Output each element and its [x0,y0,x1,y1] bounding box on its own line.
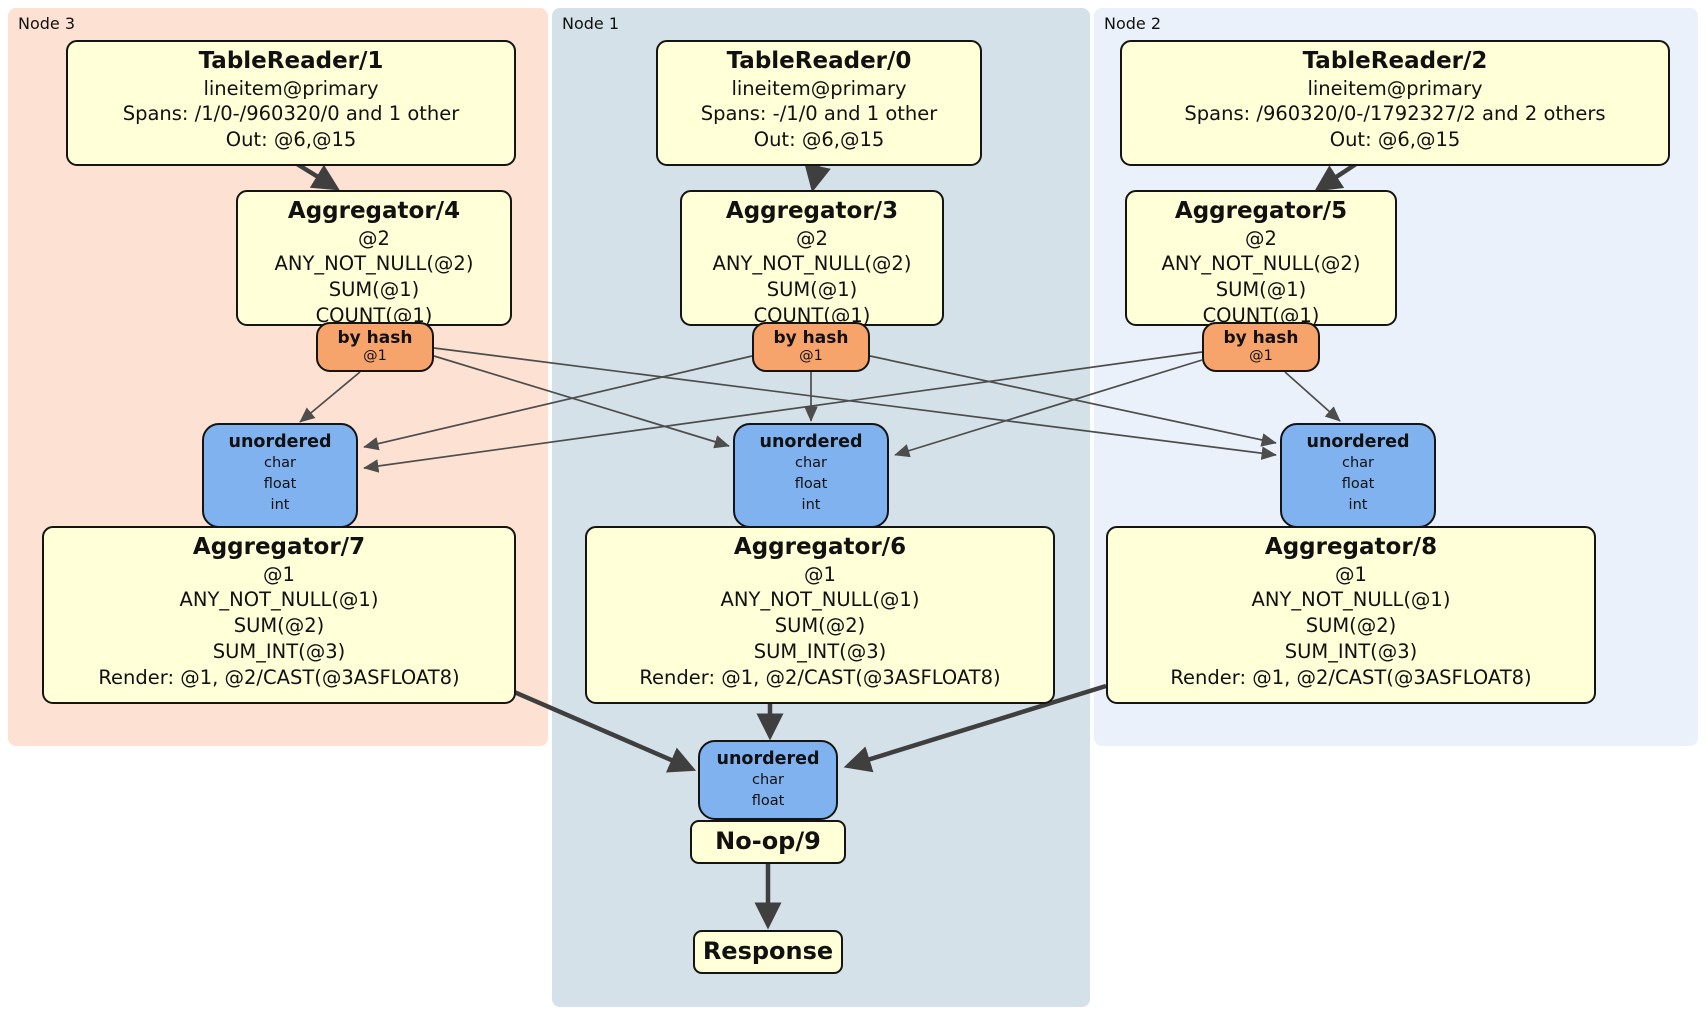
tablereader-2-spans: Spans: /960320/0-/1792327/2 and 2 others [1184,102,1606,126]
aggregator-3-fn3: COUNT(@1) [753,303,871,327]
sync-type-char: char [751,772,784,788]
unordered-sync-title: unordered [716,749,820,769]
aggregator-7-box: Aggregator/7 @1 ANY_NOT_NULL(@1) SUM(@2)… [42,526,516,704]
aggregator-5-fn2: SUM(@1) [1215,278,1307,302]
tablereader-0-index: lineitem@primary [731,76,907,100]
aggregator-7-fn3: SUM_INT(@3) [212,639,346,663]
aggregator-3-fn2: SUM(@1) [766,278,858,302]
tablereader-1-box: TableReader/1 lineitem@primary Spans: /1… [66,40,516,166]
aggregator-3-group: @2 [796,226,828,250]
aggregator-4-title: Aggregator/4 [287,198,461,224]
aggregator-5-fn3: COUNT(@1) [1202,303,1320,327]
by-hash-router-node3: by hash @1 [316,322,434,372]
by-hash-router-key: @1 [799,348,823,365]
aggregator-7-group: @1 [263,562,295,586]
unordered-sync-node3: unordered char float int [202,423,358,528]
noop-title: No-op/9 [715,827,821,855]
tablereader-1-title: TableReader/1 [198,48,384,74]
unordered-sync-node1: unordered char float int [733,423,889,528]
aggregator-8-box: Aggregator/8 @1 ANY_NOT_NULL(@1) SUM(@2)… [1106,526,1596,704]
sync-type-int: int [1348,497,1368,514]
by-hash-router-key: @1 [1249,348,1273,365]
aggregator-8-title: Aggregator/8 [1264,534,1438,560]
aggregator-3-fn1: ANY_NOT_NULL(@2) [712,252,912,276]
sync-type-char: char [794,455,827,471]
by-hash-router-title: by hash [1223,328,1299,348]
tablereader-2-box: TableReader/2 lineitem@primary Spans: /9… [1120,40,1670,166]
response-title: Response [702,937,834,965]
aggregator-6-group: @1 [804,562,836,586]
tablereader-1-spans: Spans: /1/0-/960320/0 and 1 other [122,102,460,126]
aggregator-8-fn3: SUM_INT(@3) [1284,639,1418,663]
by-hash-router-node1: by hash @1 [752,322,870,372]
node-region-label: Node 3 [18,14,76,33]
aggregator-7-fn1: ANY_NOT_NULL(@1) [179,588,379,612]
aggregator-7-title: Aggregator/7 [192,534,366,560]
unordered-sync-title: unordered [1306,432,1410,452]
sync-type-float: float [751,793,785,810]
aggregator-7-fn2: SUM(@2) [233,614,325,638]
aggregator-8-fn1: ANY_NOT_NULL(@1) [1251,588,1451,612]
aggregator-6-render: Render: @1, @2/CAST(@3ASFLOAT8) [639,665,1001,689]
tablereader-2-out: Out: @6,@15 [1329,128,1461,152]
aggregator-3-box: Aggregator/3 @2 ANY_NOT_NULL(@2) SUM(@1)… [680,190,944,327]
aggregator-5-box: Aggregator/5 @2 ANY_NOT_NULL(@2) SUM(@1)… [1125,190,1397,327]
sync-type-char: char [263,455,296,471]
by-hash-router-node2: by hash @1 [1202,322,1320,372]
sync-type-int: int [801,497,821,514]
by-hash-router-key: @1 [363,348,387,365]
noop-box: No-op/9 [690,820,846,864]
aggregator-4-fn3: COUNT(@1) [315,303,433,327]
sync-type-char: char [1341,455,1374,471]
aggregator-5-group: @2 [1245,226,1277,250]
sync-type-float: float [1341,476,1375,493]
tablereader-0-box: TableReader/0 lineitem@primary Spans: -/… [656,40,982,166]
aggregator-5-fn1: ANY_NOT_NULL(@2) [1161,252,1361,276]
aggregator-6-fn1: ANY_NOT_NULL(@1) [720,588,920,612]
aggregator-8-render: Render: @1, @2/CAST(@3ASFLOAT8) [1170,665,1532,689]
by-hash-router-title: by hash [337,328,413,348]
unordered-sync-node2: unordered char float int [1280,423,1436,528]
by-hash-router-title: by hash [773,328,849,348]
aggregator-3-title: Aggregator/3 [725,198,899,224]
tablereader-2-index: lineitem@primary [1307,76,1483,100]
aggregator-8-fn2: SUM(@2) [1305,614,1397,638]
tablereader-0-title: TableReader/0 [726,48,912,74]
aggregator-6-title: Aggregator/6 [733,534,907,560]
response-box: Response [693,930,843,974]
tablereader-2-title: TableReader/2 [1302,48,1488,74]
tablereader-1-index: lineitem@primary [203,76,379,100]
sync-type-int: int [270,497,290,514]
sync-type-float: float [263,476,297,493]
aggregator-4-fn1: ANY_NOT_NULL(@2) [274,252,474,276]
node-region-label: Node 1 [562,14,620,33]
tablereader-0-out: Out: @6,@15 [753,128,885,152]
aggregator-6-fn3: SUM_INT(@3) [753,639,887,663]
aggregator-7-render: Render: @1, @2/CAST(@3ASFLOAT8) [98,665,460,689]
aggregator-4-group: @2 [358,226,390,250]
node-region-label: Node 2 [1104,14,1162,33]
unordered-sync-final: unordered char float [698,740,838,820]
tablereader-0-spans: Spans: -/1/0 and 1 other [700,102,938,126]
aggregator-4-fn2: SUM(@1) [328,278,420,302]
tablereader-1-out: Out: @6,@15 [225,128,357,152]
aggregator-6-fn2: SUM(@2) [774,614,866,638]
sync-type-float: float [794,476,828,493]
unordered-sync-title: unordered [759,432,863,452]
unordered-sync-title: unordered [228,432,332,452]
aggregator-8-group: @1 [1335,562,1367,586]
aggregator-4-box: Aggregator/4 @2 ANY_NOT_NULL(@2) SUM(@1)… [236,190,512,327]
aggregator-5-title: Aggregator/5 [1174,198,1348,224]
aggregator-6-box: Aggregator/6 @1 ANY_NOT_NULL(@1) SUM(@2)… [585,526,1055,704]
